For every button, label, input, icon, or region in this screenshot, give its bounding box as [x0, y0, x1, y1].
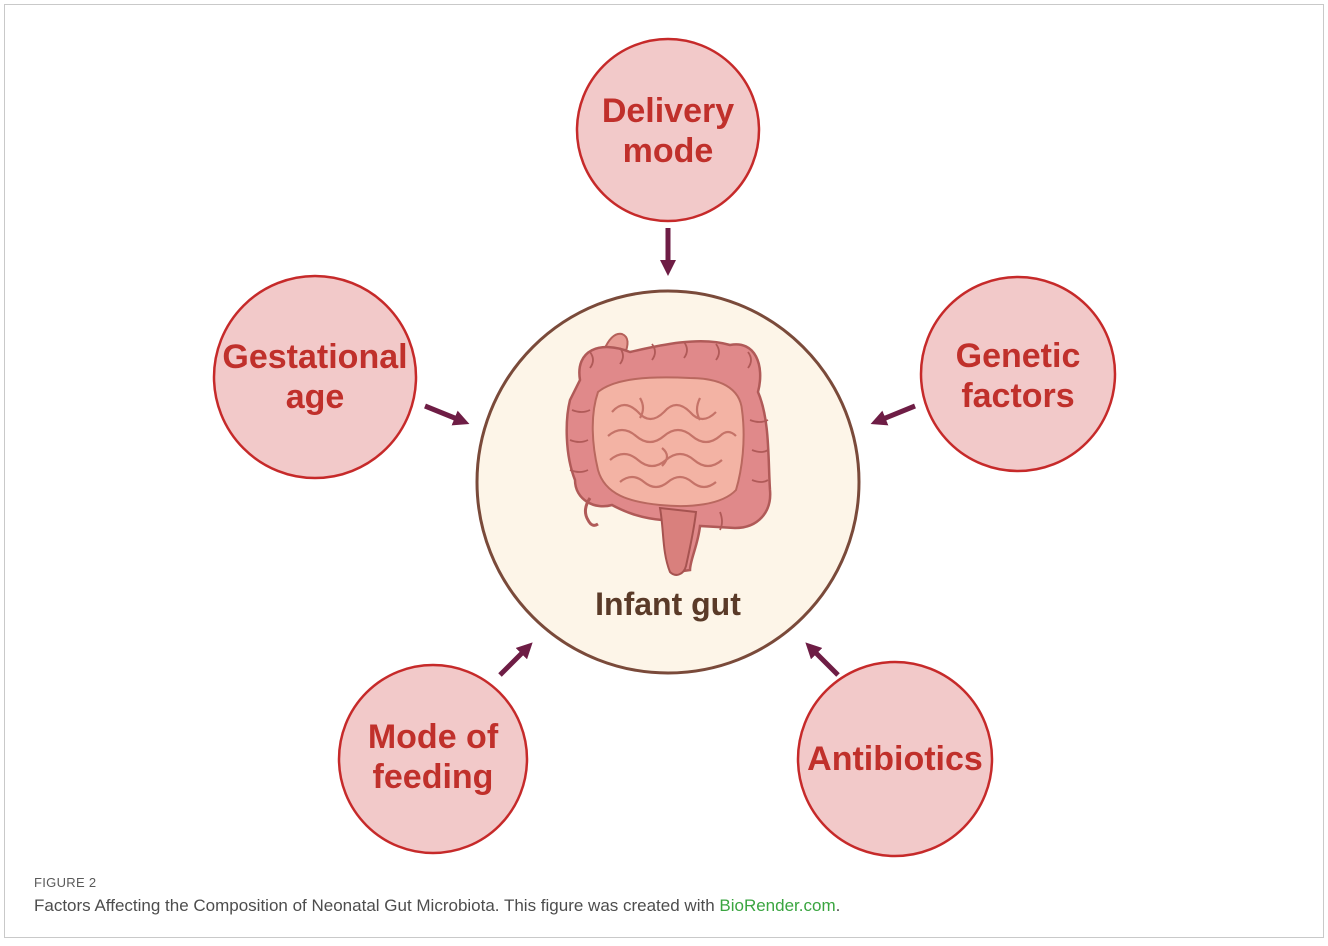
factor-label-line-2: mode: [623, 132, 714, 170]
factor-delivery-mode: Delivery mode: [577, 39, 759, 221]
factor-label-line-1: Antibiotics: [807, 740, 983, 778]
factor-label-line-2: factors: [961, 377, 1074, 415]
factor-label-line-1: Genetic: [956, 337, 1081, 375]
factor-gestational-age: Gestational age: [214, 276, 416, 478]
factor-label-line-1: Mode of: [368, 718, 499, 756]
center-node: Infant gut: [477, 291, 859, 673]
factor-label-line-1: Gestational: [222, 338, 407, 376]
arrow-gestational-age: [425, 406, 462, 421]
caption-end: .: [836, 896, 841, 915]
arrow-genetic-factors: [878, 406, 915, 421]
factor-genetic-factors: Genetic factors: [921, 277, 1115, 471]
factor-circle: [577, 39, 759, 221]
factor-label-line-2: feeding: [373, 758, 494, 796]
factor-circle: [214, 276, 416, 478]
factor-antibiotics: Antibiotics: [798, 662, 992, 856]
factor-label-line-1: Delivery: [602, 92, 734, 130]
center-label: Infant gut: [595, 586, 741, 622]
arrow-antibiotics: [811, 648, 838, 675]
arrow-mode-of-feeding: [500, 648, 527, 675]
caption-body: Factors Affecting the Composition of Neo…: [34, 896, 719, 915]
biorender-link[interactable]: BioRender.com: [719, 896, 835, 915]
figure-number: FIGURE 2: [34, 875, 1294, 890]
factor-label-line-2: age: [286, 378, 345, 416]
figure-caption: FIGURE 2 Factors Affecting the Compositi…: [34, 875, 1294, 916]
caption-text: Factors Affecting the Composition of Neo…: [34, 896, 1294, 916]
factor-mode-of-feeding: Mode of feeding: [339, 665, 527, 853]
